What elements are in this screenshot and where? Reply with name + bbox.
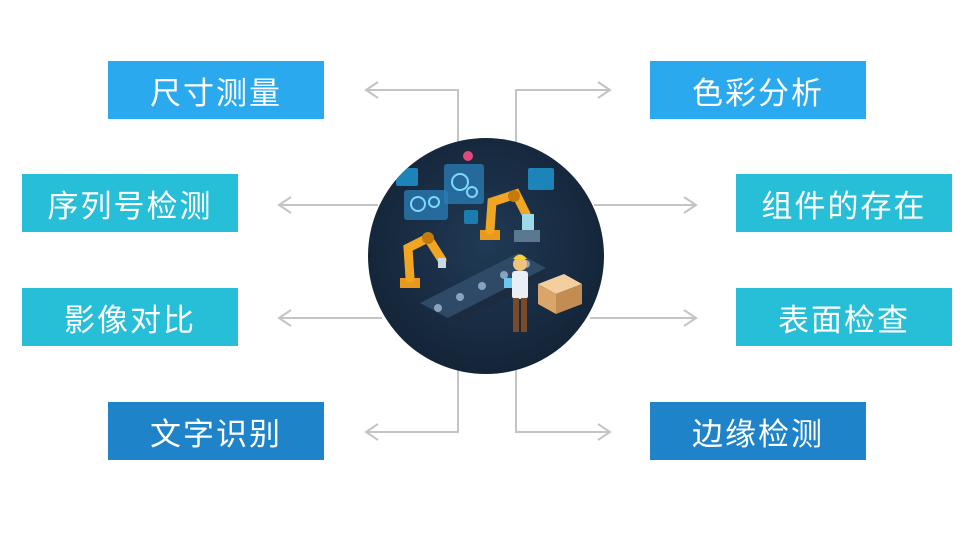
feature-box-right-3: 表面检查 bbox=[736, 288, 952, 346]
arrowhead-top-left bbox=[364, 81, 379, 99]
feature-box-left-3: 影像对比 bbox=[22, 288, 238, 346]
arrowhead-bottom-right bbox=[597, 423, 612, 441]
feature-label: 边缘检测 bbox=[692, 416, 824, 453]
arrowhead-bottom-left bbox=[364, 423, 379, 441]
factory-illustration bbox=[368, 138, 604, 374]
monitor-icon bbox=[396, 168, 418, 186]
feature-box-left-2: 序列号检测 bbox=[22, 174, 238, 232]
gear-screen-icon-2 bbox=[444, 164, 484, 204]
connector-top-right bbox=[515, 89, 610, 142]
cloud-icon bbox=[463, 151, 473, 161]
feature-label: 组件的存在 bbox=[761, 188, 927, 225]
connector-bottom-right bbox=[515, 370, 610, 433]
feature-label: 影像对比 bbox=[64, 302, 196, 339]
feature-label: 文字识别 bbox=[150, 416, 282, 453]
feature-box-left-4: 文字识别 bbox=[108, 402, 324, 460]
arrowhead-left-3 bbox=[277, 309, 292, 327]
arrowhead-right-2 bbox=[683, 196, 698, 214]
feature-label: 色彩分析 bbox=[692, 75, 824, 112]
arrowhead-top-right bbox=[597, 81, 612, 99]
arrowhead-left-2 bbox=[277, 196, 292, 214]
worker-icon bbox=[513, 257, 527, 271]
connector-top-left bbox=[366, 89, 459, 142]
feature-box-right-1: 色彩分析 bbox=[650, 61, 866, 119]
chart-screen-icon bbox=[528, 168, 554, 190]
feature-box-right-4: 边缘检测 bbox=[650, 402, 866, 460]
feature-label: 序列号检测 bbox=[47, 188, 213, 225]
feature-box-left-1: 尺寸测量 bbox=[108, 61, 324, 119]
feature-label: 表面检查 bbox=[778, 302, 910, 339]
connector-bottom-left bbox=[366, 370, 459, 433]
feature-box-right-2: 组件的存在 bbox=[736, 174, 952, 232]
feature-label: 尺寸测量 bbox=[150, 75, 282, 112]
arrowhead-right-3 bbox=[683, 309, 698, 327]
